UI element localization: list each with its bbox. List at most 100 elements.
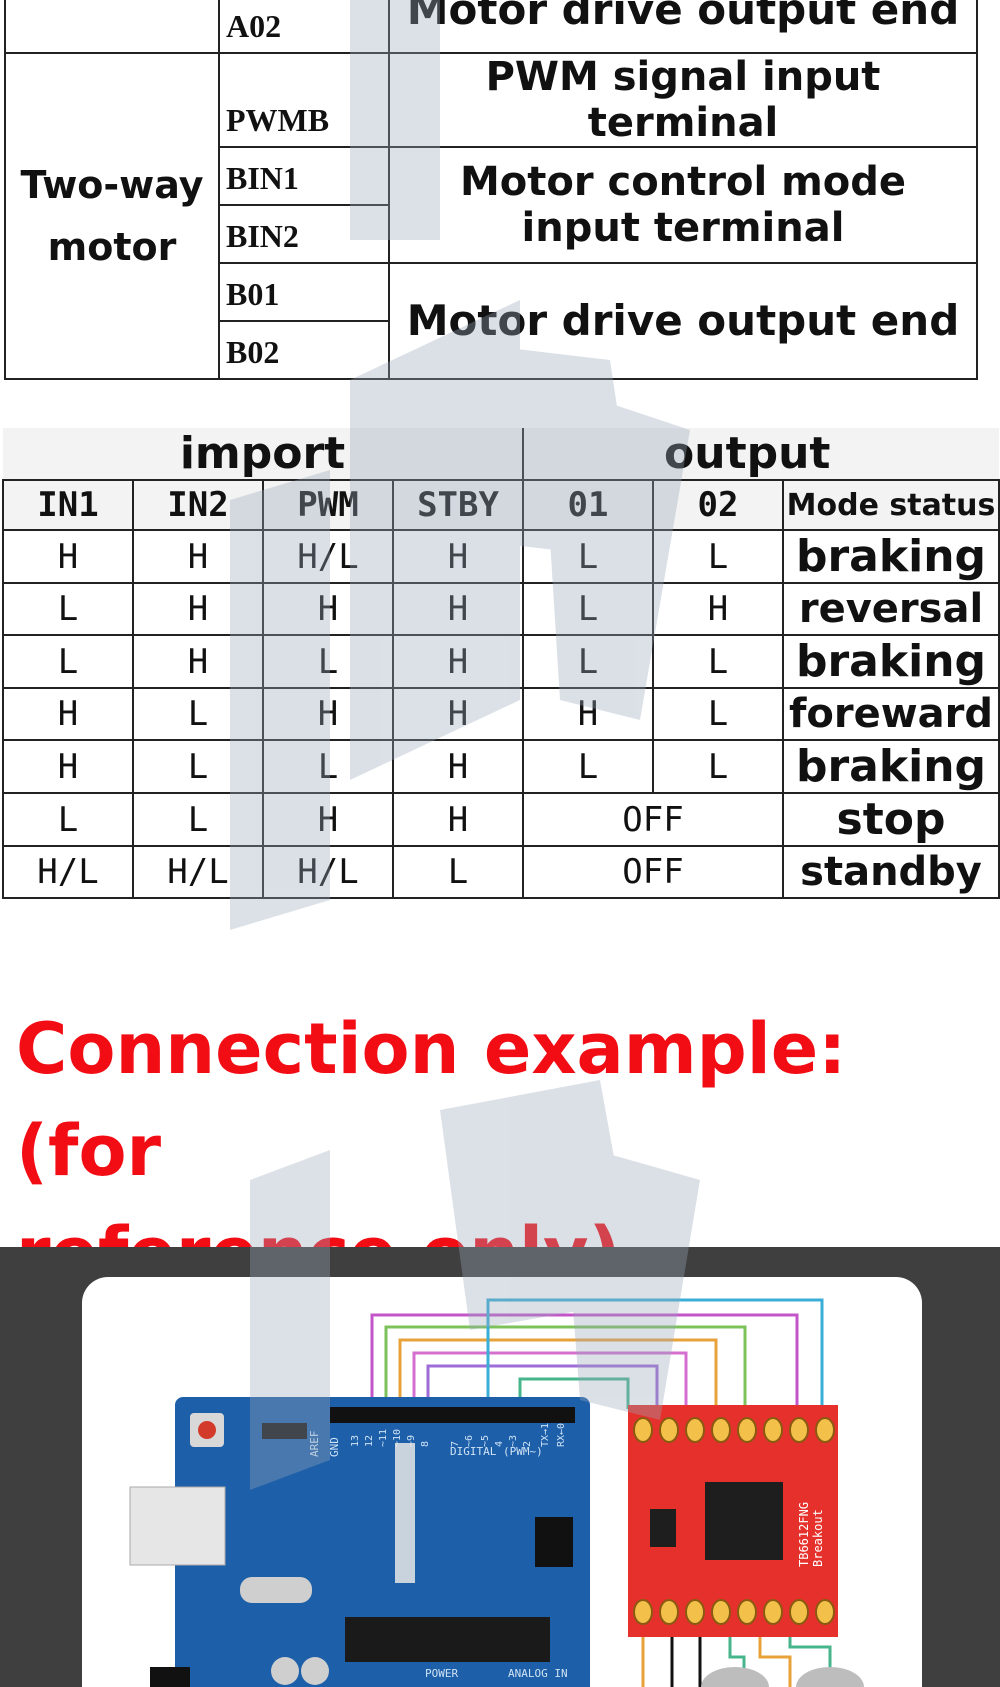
pin-label: ~11	[378, 1429, 389, 1447]
solder-pad	[685, 1417, 705, 1443]
solder-pad	[685, 1599, 705, 1625]
pin-cell: PWMB	[218, 52, 390, 148]
cell-stby: H	[391, 634, 525, 689]
pin-cell: A02	[218, 0, 390, 54]
solder-pad	[789, 1599, 809, 1625]
cell-o1: L	[522, 634, 655, 689]
cell-mode: stop	[782, 792, 1000, 847]
table-row: L H H H L H reversal	[2, 582, 1000, 636]
cell-output-off: OFF	[522, 792, 785, 847]
table-column-header-row: IN1 IN2 PWM STBY 01 02 Mode status	[2, 479, 1000, 531]
cell-pwm: H/L	[262, 845, 394, 899]
table-row: B02	[5, 320, 977, 380]
jumper-wires	[370, 1298, 824, 1412]
cell-mode: standby	[782, 845, 1000, 899]
driver-label-1: TB6612FNG	[797, 1502, 811, 1567]
cell-in1: L	[2, 582, 134, 636]
cell-stby: H	[391, 529, 525, 584]
pin-label: TX→1	[540, 1423, 551, 1447]
cell-in2: H	[132, 582, 264, 636]
import-header: import	[3, 428, 525, 480]
pin-label: RX←0	[556, 1423, 567, 1447]
pin-label: ~6	[464, 1435, 475, 1447]
cell-in2: H	[132, 634, 264, 689]
solder-pad	[711, 1417, 731, 1443]
table-row: BIN2	[5, 204, 977, 264]
col-header-in1: IN1	[2, 479, 134, 531]
table-row: H/L H/L H/L L OFF standby	[2, 845, 1000, 899]
pin-label: 4	[494, 1441, 505, 1447]
cell-in2: L	[132, 687, 264, 741]
cell-stby: H	[391, 687, 525, 741]
usb-port	[129, 1486, 226, 1566]
desc-cell: Motor drive output end	[388, 262, 978, 380]
cell-pwm: H	[262, 792, 394, 847]
cell-o2: H	[652, 582, 785, 636]
table-row: H L H H H L foreward	[2, 687, 1000, 741]
heading-line1: Connection example: (for	[16, 1008, 847, 1192]
solder-pad	[737, 1417, 757, 1443]
wiring-diagram-svg: AREF GND DIGITAL (PWM~) POWER ANALOG IN …	[82, 1277, 922, 1687]
wiring-diagram-photo: AREF GND DIGITAL (PWM~) POWER ANALOG IN …	[0, 1247, 1000, 1687]
cell-in1: H	[2, 529, 134, 584]
table-row: H H H/L H L L braking	[2, 529, 1000, 584]
pin-cell: BIN1	[218, 146, 390, 206]
desc-cell: Motor drive output end	[388, 0, 978, 54]
icsp-header	[535, 1517, 573, 1567]
cell-pwm: H/L	[262, 529, 394, 584]
cell-o2: L	[652, 634, 785, 689]
table-row: L L H H OFF stop	[2, 792, 1000, 847]
cell-in2: L	[132, 792, 264, 847]
truth-table: import output IN1 IN2 PWM STBY 01 02 Mod…	[2, 428, 1000, 899]
cell-o2: L	[652, 529, 785, 584]
pin-cell: B01	[218, 262, 390, 322]
gnd-label: GND	[328, 1437, 341, 1457]
analog-label: ANALOG IN	[508, 1667, 568, 1680]
pin-label: 2	[522, 1441, 533, 1447]
cell-mode: reversal	[782, 582, 1000, 636]
pin-label: ~10	[392, 1429, 403, 1447]
solder-pad	[763, 1599, 783, 1625]
solder-pad	[659, 1417, 679, 1443]
col-header-o1: 01	[522, 479, 655, 531]
table-row: B01 Motor drive output end	[5, 262, 978, 380]
cell-in1: H	[2, 687, 134, 741]
pin-label: ~9	[406, 1435, 417, 1447]
group-label-line2: motor	[47, 225, 177, 269]
arduino-board: AREF GND DIGITAL (PWM~) POWER ANALOG IN …	[129, 1397, 590, 1687]
group-label-line1: Two-way	[20, 163, 204, 207]
col-header-pwm: PWM	[262, 479, 394, 531]
col-header-o2: 02	[652, 479, 785, 531]
solder-pad	[763, 1417, 783, 1443]
output-header-label: output	[664, 428, 831, 479]
cell-o1: L	[522, 739, 655, 794]
cell-mode: braking	[782, 739, 1000, 794]
cell-in2: H/L	[132, 845, 264, 899]
motor-right	[796, 1667, 864, 1687]
solder-pad	[789, 1417, 809, 1443]
cell-mode: foreward	[782, 687, 1000, 741]
cell-in1: H/L	[2, 845, 134, 899]
cell-o1: L	[522, 582, 655, 636]
table-row: A02 Motor drive output end	[4, 0, 978, 54]
col-header-mode: Mode status	[782, 479, 1000, 531]
digital-label: DIGITAL (PWM~)	[450, 1445, 543, 1458]
cell-pwm: L	[262, 634, 394, 689]
table-row: BIN1 Motor control mode input terminal	[5, 146, 978, 264]
pin-label: 7	[450, 1441, 461, 1447]
cell-mode: braking	[782, 529, 1000, 584]
cell-in1: L	[2, 792, 134, 847]
cell-pwm: H	[262, 582, 394, 636]
pin-label: ~5	[480, 1435, 491, 1447]
crystal	[240, 1577, 312, 1603]
cell-stby: H	[391, 582, 525, 636]
table-header-group-row: import output	[3, 428, 1000, 480]
table-row: Two-way motor PWMB PWM signal input term…	[4, 52, 978, 380]
digital-header	[330, 1407, 575, 1423]
solder-pad	[737, 1599, 757, 1625]
desc-cell-control-mode: Motor control mode input terminal	[388, 146, 978, 264]
pin-cell: B02	[218, 320, 390, 380]
cell-stby: L	[391, 845, 525, 899]
atmega-chip	[345, 1617, 550, 1662]
